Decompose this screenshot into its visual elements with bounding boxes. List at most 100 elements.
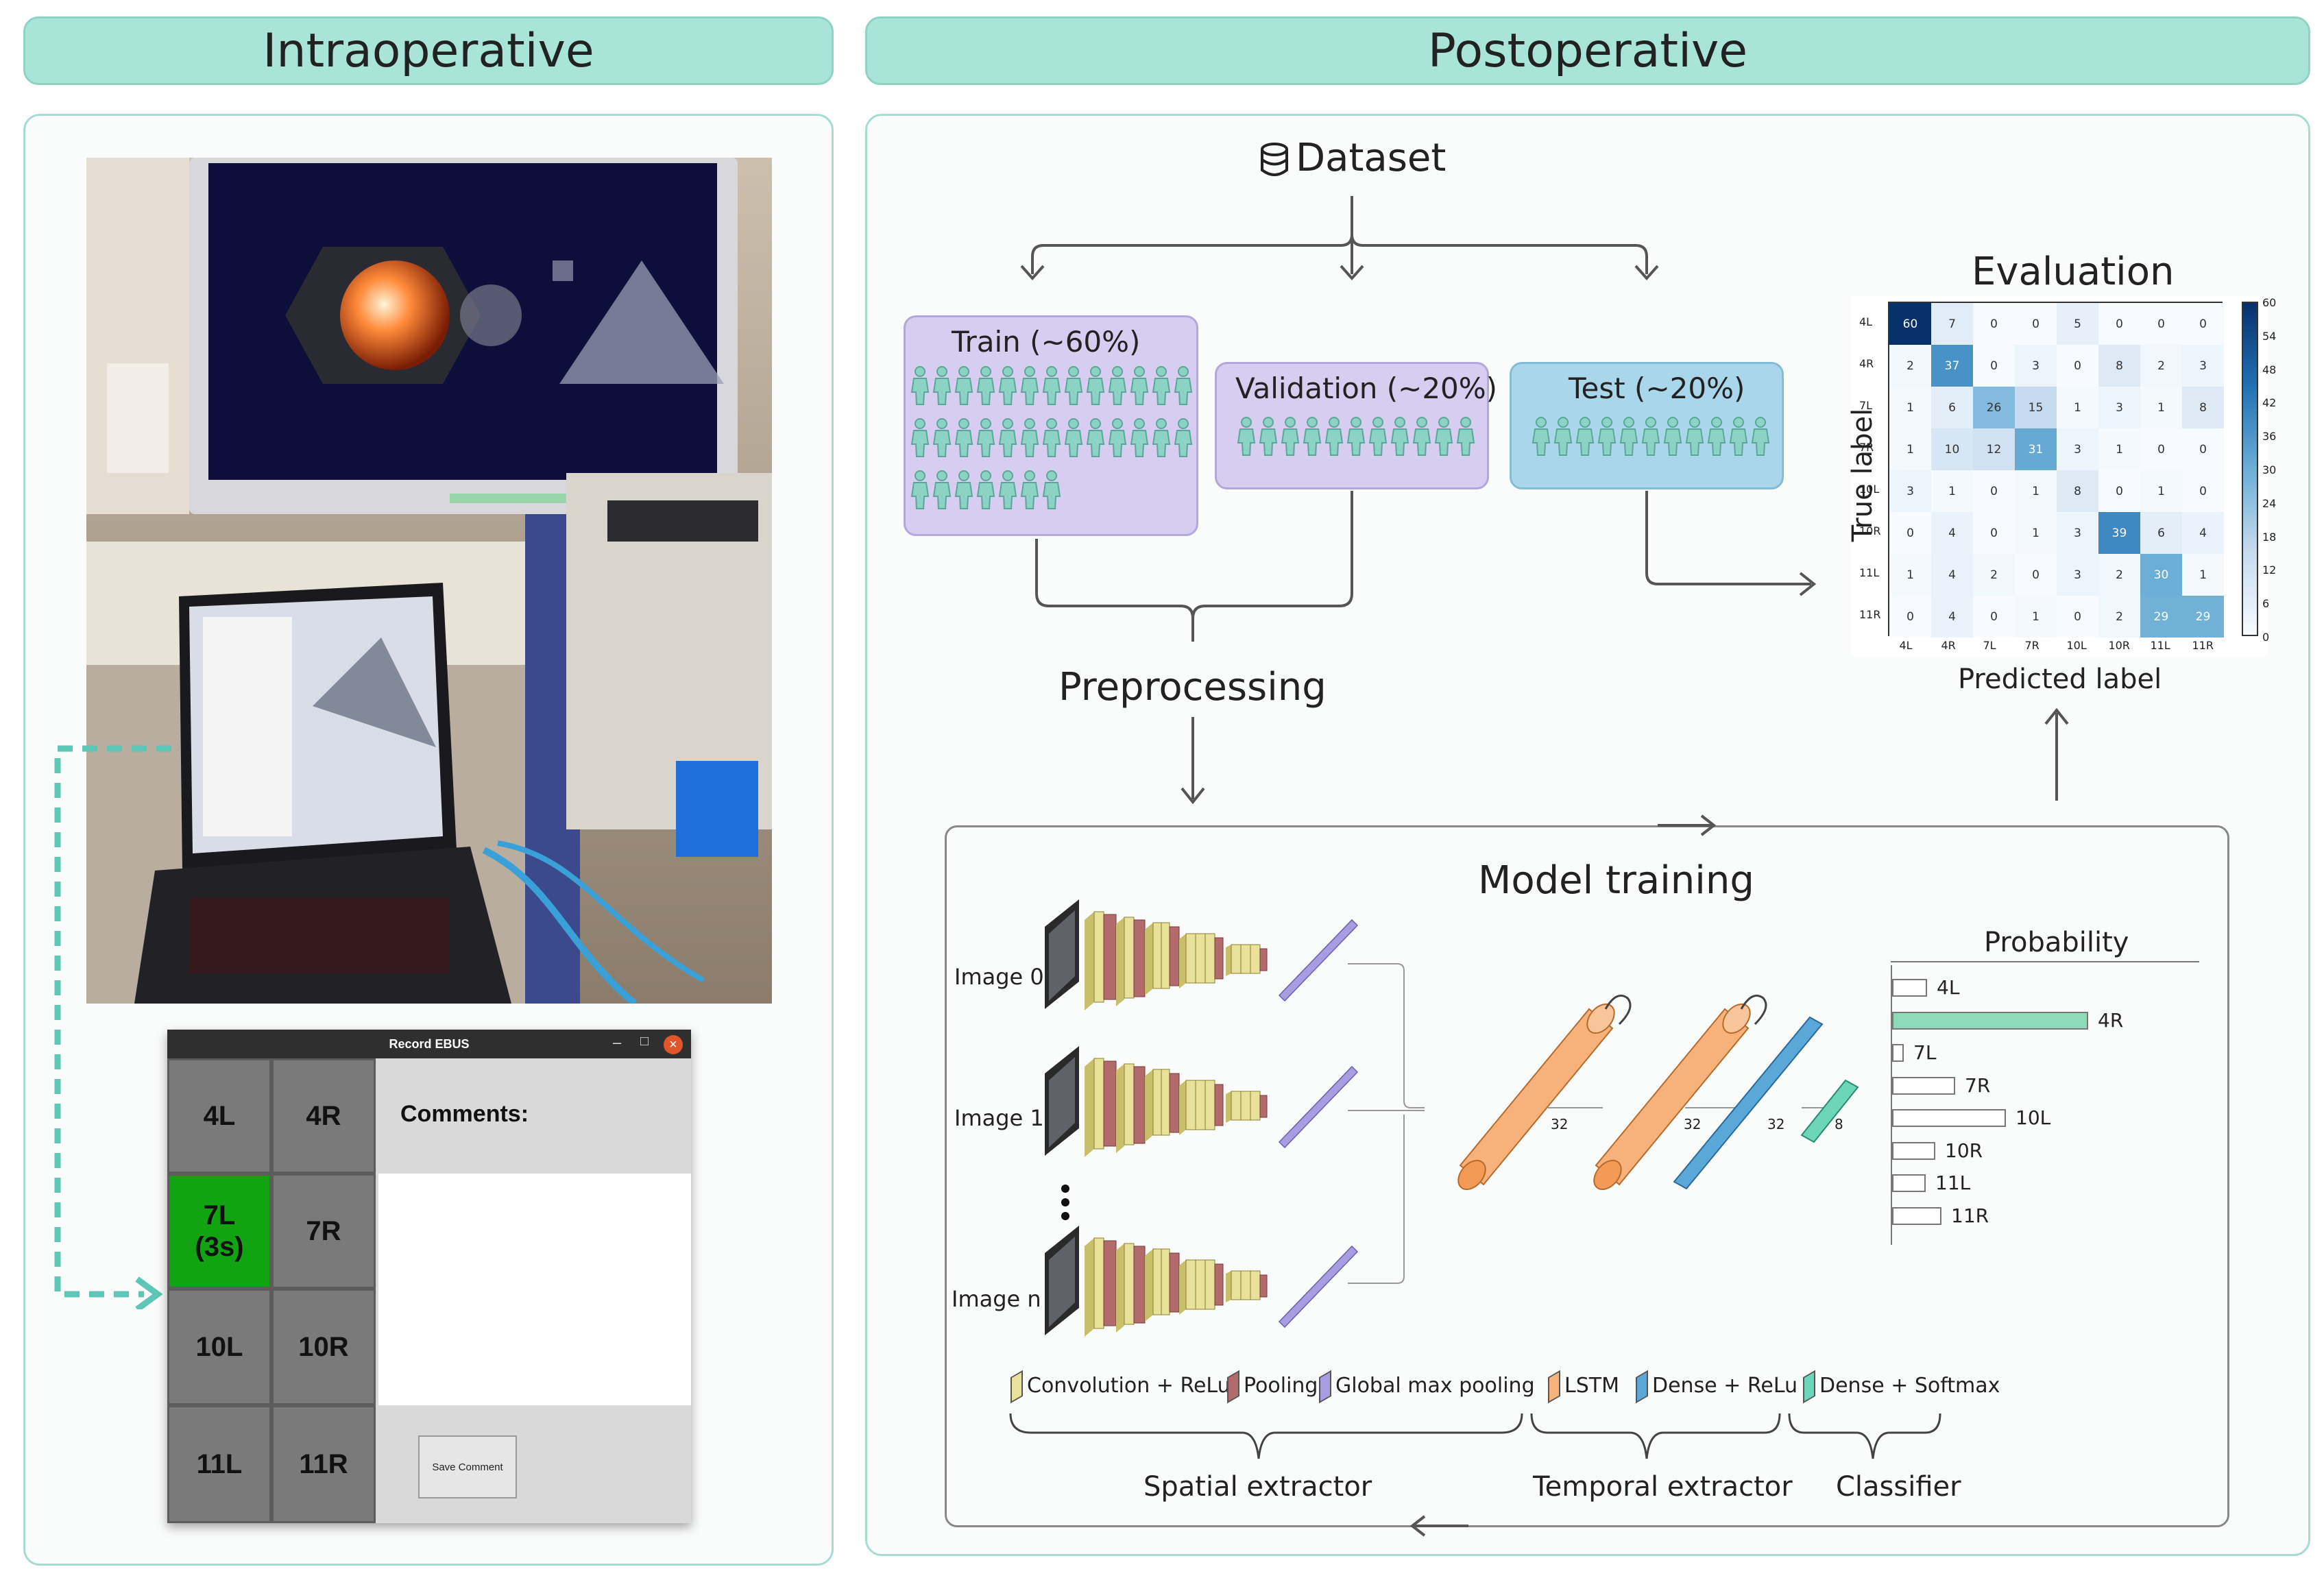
model-flow-right-arrow bbox=[1658, 814, 1717, 836]
confusion-matrix-cell: 10 bbox=[1931, 428, 1973, 470]
preprocessing-label: Preprocessing bbox=[1058, 665, 1327, 709]
legend-label-1: Pooling bbox=[1244, 1374, 1318, 1398]
confusion-matrix-cell: 4 bbox=[1931, 512, 1973, 554]
probability-axis bbox=[1891, 965, 1892, 1245]
colorbar-tick: 18 bbox=[2262, 530, 2277, 544]
colorbar bbox=[2242, 302, 2258, 636]
station-button-4L[interactable]: 4L bbox=[167, 1058, 271, 1174]
network-architecture bbox=[1044, 899, 1859, 1337]
confusion-matrix-cell: 0 bbox=[1889, 596, 1931, 638]
confusion-matrix-cell: 1 bbox=[2098, 428, 2140, 470]
confusion-matrix-cell: 0 bbox=[1973, 303, 2015, 345]
confusion-matrix-cell: 0 bbox=[2098, 303, 2140, 345]
confusion-matrix-cell: 8 bbox=[2098, 345, 2140, 387]
confusion-matrix-cell: 1 bbox=[2057, 387, 2098, 428]
dataset-flow-arrows bbox=[1020, 196, 2069, 805]
confusion-matrix-cell: 2 bbox=[2098, 596, 2140, 638]
confusion-matrix-column-label: 11L bbox=[2150, 639, 2170, 652]
probability-label: 11L bbox=[1935, 1172, 1971, 1194]
close-button[interactable]: × bbox=[664, 1035, 683, 1054]
postoperative-header-label: Postoperative bbox=[1427, 23, 1748, 78]
confusion-matrix-cell: 0 bbox=[1973, 512, 2015, 554]
intraoperative-header-label: Intraoperative bbox=[263, 23, 594, 78]
confusion-matrix-row-label: 10L bbox=[1859, 482, 1880, 496]
validation-patient-icons bbox=[1237, 417, 1475, 456]
confusion-matrix-cell: 1 bbox=[1889, 428, 1931, 470]
confusion-matrix-cell: 1 bbox=[1889, 554, 1931, 596]
confusion-matrix-cell: 3 bbox=[2057, 554, 2098, 596]
confusion-matrix-cell: 0 bbox=[2140, 303, 2182, 345]
legend-label-0: Convolution + ReLu bbox=[1027, 1374, 1231, 1398]
minimize-button[interactable]: – bbox=[613, 1034, 622, 1051]
validation-split-label: Validation (~20%) bbox=[1235, 372, 1498, 405]
station-button-11R[interactable]: 11R bbox=[271, 1405, 376, 1523]
confusion-matrix-cell: 2 bbox=[1889, 345, 1931, 387]
probability-title: Probability bbox=[1984, 927, 2129, 958]
colorbar-tick: 36 bbox=[2262, 430, 2277, 444]
confusion-matrix-cell: 12 bbox=[1973, 428, 2015, 470]
confusion-matrix-row-label: 11L bbox=[1859, 566, 1880, 579]
confusion-matrix-cell: 0 bbox=[1889, 512, 1931, 554]
confusion-matrix-cell: 8 bbox=[2057, 470, 2098, 512]
legend-label-4: Dense + ReLu bbox=[1652, 1374, 1798, 1398]
confusion-matrix-cell: 3 bbox=[2182, 345, 2224, 387]
maximize-button[interactable]: □ bbox=[640, 1034, 649, 1049]
lstm-layer-2 bbox=[1593, 995, 1767, 1191]
probability-label: 4R bbox=[2098, 1008, 2124, 1032]
probability-label: 4L bbox=[1937, 976, 1960, 999]
confusion-matrix-cell: 0 bbox=[2015, 303, 2057, 345]
confusion-matrix-cell: 4 bbox=[1931, 554, 1973, 596]
colorbar-tick: 6 bbox=[2262, 597, 2270, 611]
station-button-7R[interactable]: 7R bbox=[271, 1174, 376, 1289]
vertical-ellipsis-icon bbox=[1061, 1185, 1069, 1220]
cnn-branch-image-1 bbox=[1044, 1045, 1358, 1158]
confusion-matrix-cell: 2 bbox=[2140, 345, 2182, 387]
confusion-matrix-row-label: 10R bbox=[1859, 524, 1881, 537]
confusion-matrix-cell: 39 bbox=[2098, 512, 2140, 554]
colorbar-tick: 48 bbox=[2262, 363, 2277, 376]
confusion-matrix-row-label: 7R bbox=[1859, 440, 1874, 454]
confusion-matrix-cell: 60 bbox=[1889, 303, 1931, 345]
probability-label: 7L bbox=[1913, 1041, 1937, 1064]
confusion-matrix-cell: 30 bbox=[2140, 554, 2182, 596]
confusion-matrix-cell: 0 bbox=[2182, 428, 2224, 470]
probability-bar-4L bbox=[1892, 979, 1927, 997]
confusion-matrix-column-label: 7R bbox=[2024, 639, 2039, 652]
save-comment-button[interactable]: Save Comment bbox=[418, 1435, 517, 1498]
confusion-matrix-cell: 4 bbox=[1931, 596, 1973, 638]
confusion-matrix-column-label: 10L bbox=[2066, 639, 2087, 652]
input-label-image-1: Image 1 bbox=[954, 1105, 1044, 1131]
station-button-4R[interactable]: 4R bbox=[271, 1058, 376, 1174]
confusion-matrix-cell: 37 bbox=[1931, 345, 1973, 387]
confusion-matrix-cell: 29 bbox=[2182, 596, 2224, 638]
comments-label: Comments: bbox=[400, 1101, 529, 1127]
colorbar-tick: 54 bbox=[2262, 329, 2277, 343]
confusion-matrix-cell: 1 bbox=[2182, 554, 2224, 596]
legend-label-3: LSTM bbox=[1564, 1374, 1619, 1398]
probability-bar-7R bbox=[1892, 1076, 1955, 1095]
model-flow-left-arrow bbox=[1409, 1515, 1468, 1537]
confusion-matrix-cell: 31 bbox=[2015, 428, 2057, 470]
dense-softmax-size: 8 bbox=[1835, 1116, 1843, 1132]
probability-bar-4R bbox=[1892, 1011, 2088, 1030]
record-ebus-window: Record EBUS – □ × 4L 4R 7L (3s) 7R 10L 1… bbox=[167, 1030, 691, 1523]
confusion-matrix-row-label: 4L bbox=[1859, 315, 1873, 328]
lstm-layer-1 bbox=[1457, 995, 1632, 1191]
intraoperative-header: Intraoperative bbox=[23, 16, 834, 85]
probability-bar-10R bbox=[1892, 1141, 1935, 1160]
station-button-10R[interactable]: 10R bbox=[271, 1289, 376, 1405]
comments-textarea[interactable] bbox=[378, 1174, 691, 1405]
probability-label: 11R bbox=[1951, 1204, 1989, 1227]
group-braces bbox=[1009, 1413, 1941, 1459]
confusion-matrix-cell: 1 bbox=[2015, 470, 2057, 512]
station-button-11L[interactable]: 11L bbox=[167, 1405, 271, 1523]
confusion-matrix-cell: 1 bbox=[2140, 387, 2182, 428]
confusion-matrix-cell: 1 bbox=[2015, 596, 2057, 638]
colorbar-tick: 60 bbox=[2262, 296, 2277, 309]
confusion-matrix-row-label: 11R bbox=[1859, 607, 1881, 621]
station-button-7L[interactable]: 7L (3s) bbox=[167, 1174, 271, 1289]
colorbar-tick: 30 bbox=[2262, 463, 2277, 476]
confusion-matrix-cell: 3 bbox=[2057, 512, 2098, 554]
confusion-matrix-row-label: 4R bbox=[1859, 356, 1874, 370]
station-button-10L[interactable]: 10L bbox=[167, 1289, 271, 1405]
